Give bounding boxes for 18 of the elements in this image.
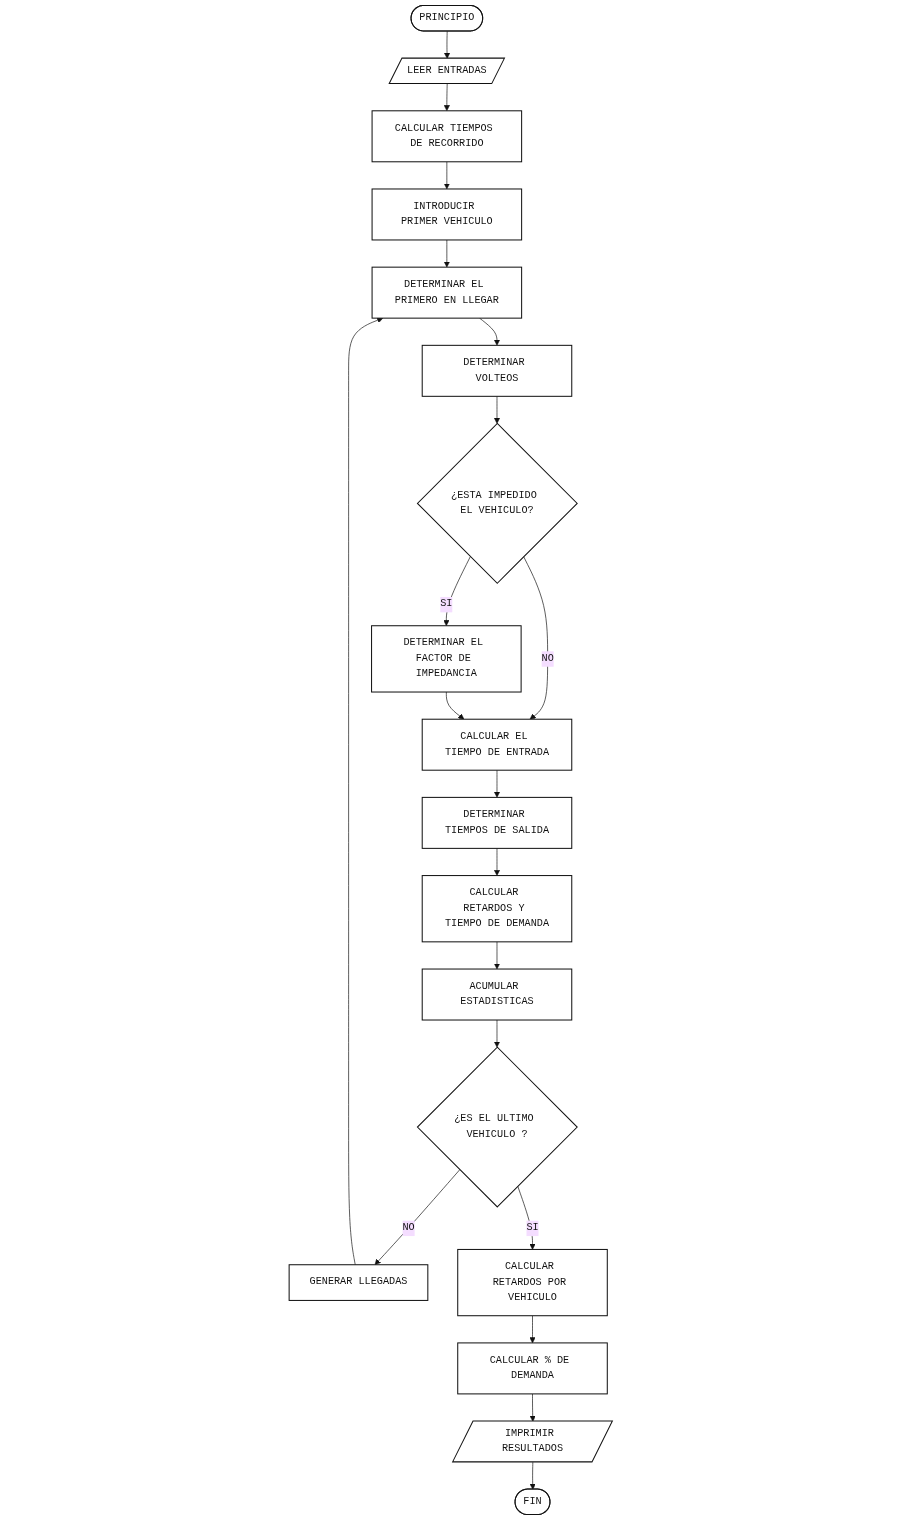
edge-label: SI	[526, 1221, 539, 1234]
node-diamond: ¿ESTA IMPEDIDO EL VEHICULO?	[416, 422, 579, 584]
node-box: GENERAR LLEGADAS	[288, 1264, 429, 1301]
node-box: CALCULAR RETARDOS Y TIEMPO DE DEMANDA	[421, 875, 573, 943]
node-box: DETERMINAR TIEMPOS DE SALIDA	[421, 796, 573, 849]
node-box: INTRODUCIR PRIMER VEHICULO	[371, 188, 523, 241]
node-box: CALCULAR % DE DEMANDA	[457, 1342, 609, 1395]
node-box: CALCULAR EL TIEMPO DE ENTRADA	[421, 718, 573, 771]
edge-label: NO	[402, 1221, 415, 1234]
edge-label: SI	[440, 598, 453, 610]
node-box: DETERMINAR VOLTEOS	[421, 344, 573, 397]
node-diamond: ¿ES EL ULTIMO VEHICULO ?	[416, 1046, 579, 1208]
node-box: ACUMULAR ESTADISTICAS	[421, 968, 573, 1021]
node-box: DETERMINAR EL PRIMERO EN LLEGAR	[371, 266, 523, 319]
edge-label: NO	[541, 652, 554, 665]
node-box: CALCULAR RETARDOS POR VEHICULO	[457, 1248, 609, 1317]
node-box: DETERMINAR EL FACTOR DE IMPEDANCIA	[371, 625, 522, 693]
node-box: CALCULAR TIEMPOS DE RECORRIDO	[371, 110, 523, 163]
